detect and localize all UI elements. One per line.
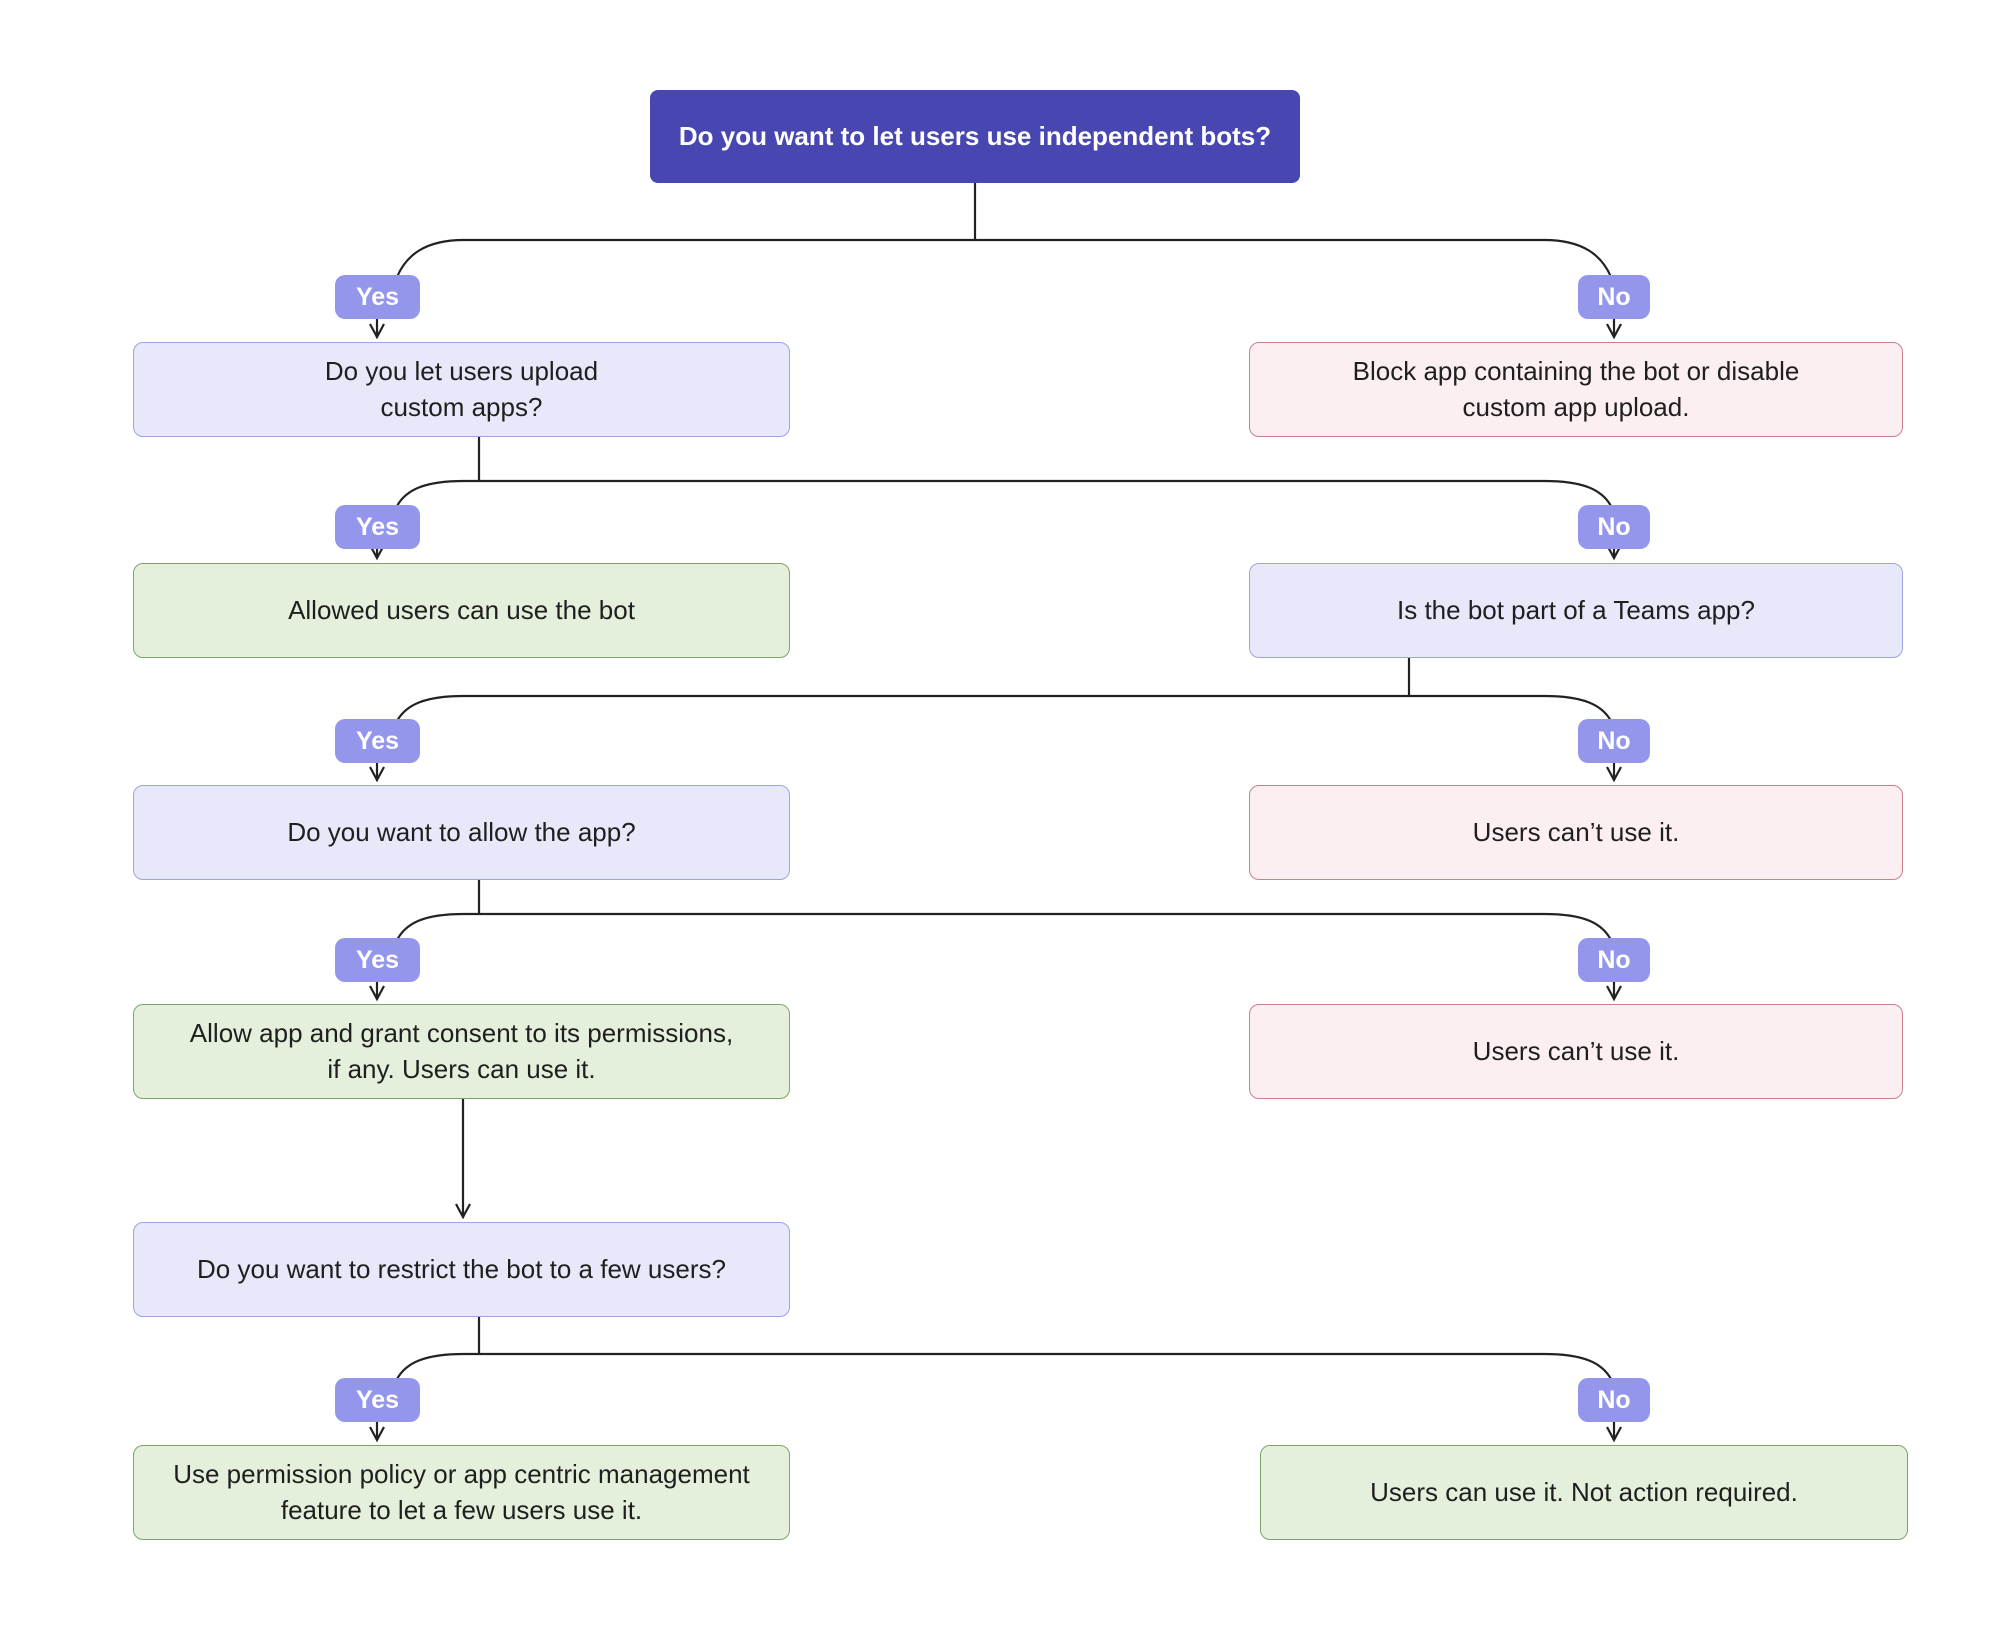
edge-root-branch — [395, 238, 1613, 278]
question-restrict-bot-few-users: Do you want to restrict the bot to a few… — [133, 1222, 790, 1317]
outcome-users-cant-use-it-1: Users can’t use it. — [1249, 785, 1903, 880]
outcome-users-cant-use-it-2: Users can’t use it. — [1249, 1004, 1903, 1099]
edge-label-yes-3: Yes — [335, 719, 420, 763]
edge-teamsapp-branch — [396, 694, 1612, 722]
question-want-to-allow-app: Do you want to allow the app? — [133, 785, 790, 880]
edge-label-yes-1: Yes — [335, 275, 420, 319]
question-upload-custom-apps: Do you let users upload custom apps? — [133, 342, 790, 437]
edge-label-no-4: No — [1578, 938, 1650, 982]
edge-label-no-5: No — [1578, 1378, 1650, 1422]
edge-allowapp-branch — [396, 912, 1612, 941]
edge-label-yes-4: Yes — [335, 938, 420, 982]
edge-label-yes-5: Yes — [335, 1378, 420, 1422]
question-bot-part-of-teams-app: Is the bot part of a Teams app? — [1249, 563, 1903, 658]
edge-label-no-2: No — [1578, 505, 1650, 549]
outcome-allow-app-grant-consent: Allow app and grant consent to its permi… — [133, 1004, 790, 1099]
outcome-allowed-users-can-use-bot: Allowed users can use the bot — [133, 563, 790, 658]
edge-label-no-3: No — [1578, 719, 1650, 763]
outcome-users-can-use-it-no-action: Users can use it. Not action required. — [1260, 1445, 1908, 1540]
root-question-independent-bots: Do you want to let users use independent… — [650, 90, 1300, 183]
edge-label-no-1: No — [1578, 275, 1650, 319]
edge-label-yes-2: Yes — [335, 505, 420, 549]
outcome-block-app-or-disable-upload: Block app containing the bot or disable … — [1249, 342, 1903, 437]
edge-restrict-branch — [396, 1352, 1612, 1380]
edge-upload-branch — [396, 479, 1612, 507]
outcome-use-permission-policy: Use permission policy or app centric man… — [133, 1445, 790, 1540]
